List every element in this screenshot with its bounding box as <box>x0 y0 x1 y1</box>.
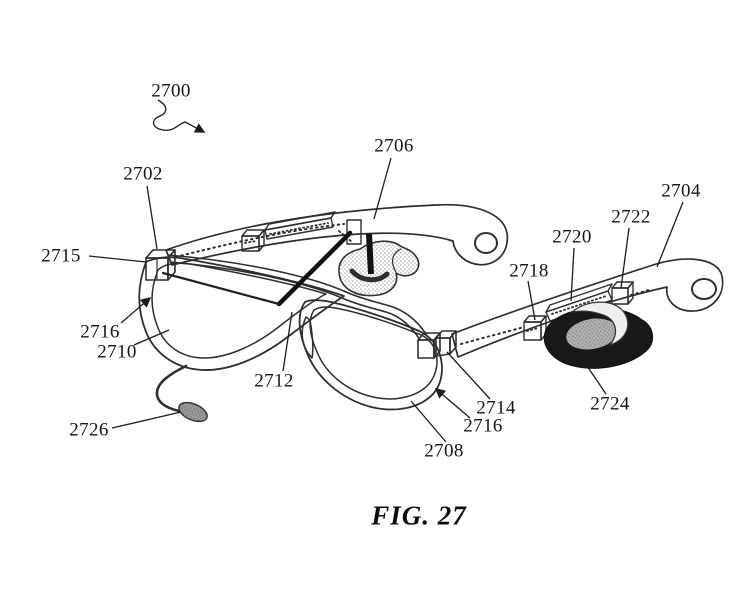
ref-label-2724: 2724 <box>590 393 630 415</box>
leader-2706 <box>373 157 392 220</box>
leader-2718 <box>527 280 536 321</box>
ear-speaker-left <box>338 240 420 297</box>
left-temple-arm <box>165 203 509 266</box>
hinge-block-right <box>417 330 457 359</box>
leader-lines <box>88 99 684 443</box>
ref-label-2706: 2706 <box>374 135 414 157</box>
microphone-cable <box>155 364 208 423</box>
sensor-module-left <box>241 229 265 252</box>
ref-label-2714: 2714 <box>476 397 516 419</box>
ref-label-2715: 2715 <box>41 245 81 267</box>
leader-2716-right <box>434 387 471 419</box>
nose-pad <box>301 316 314 359</box>
front-frame <box>138 249 457 411</box>
ref-label-2708: 2708 <box>424 440 464 462</box>
ref-label-2720: 2720 <box>552 226 592 248</box>
wiring-dotted-line-right <box>460 326 525 345</box>
leader-2715 <box>88 255 147 263</box>
leader-2714 <box>446 351 491 400</box>
leader-2724 <box>580 356 607 395</box>
hinge-block-left <box>145 249 176 281</box>
ref-label-2704: 2704 <box>661 180 701 202</box>
sensor-module-2722 <box>611 281 634 305</box>
leader-2704 <box>656 201 684 268</box>
figure-caption: FIG. 27 <box>371 500 467 531</box>
leader-2700 <box>152 99 206 133</box>
circuit-bar-left <box>264 211 336 240</box>
leader-2712 <box>282 311 293 372</box>
ear-speaker-right <box>543 301 653 369</box>
wiring-dotted-line-left <box>175 223 345 258</box>
leader-2710 <box>133 329 170 346</box>
leader-2726 <box>111 411 182 429</box>
bridge <box>167 254 427 341</box>
right-lens-frame <box>298 299 443 411</box>
power-cable <box>366 233 374 275</box>
leader-2702 <box>146 185 158 250</box>
temple-eyelet-right <box>691 278 717 300</box>
ref-label-2718: 2718 <box>509 260 549 282</box>
routing-cable <box>161 230 353 307</box>
leader-2708 <box>410 400 447 443</box>
ref-label-2712: 2712 <box>254 370 294 392</box>
leader-2722 <box>620 227 630 289</box>
ref-label-2726: 2726 <box>69 419 109 441</box>
temple-eyelet-left <box>474 232 498 254</box>
ref-label-2722: 2722 <box>611 206 651 228</box>
leader-2716-left <box>120 296 152 324</box>
ref-label-2710: 2710 <box>97 341 137 363</box>
ref-label-2716-left: 2716 <box>80 321 120 343</box>
ref-label-2702: 2702 <box>123 163 163 185</box>
ref-label-2716-right: 2716 <box>463 415 503 437</box>
ref-label-2700: 2700 <box>151 80 191 102</box>
leader-2720 <box>570 247 575 302</box>
